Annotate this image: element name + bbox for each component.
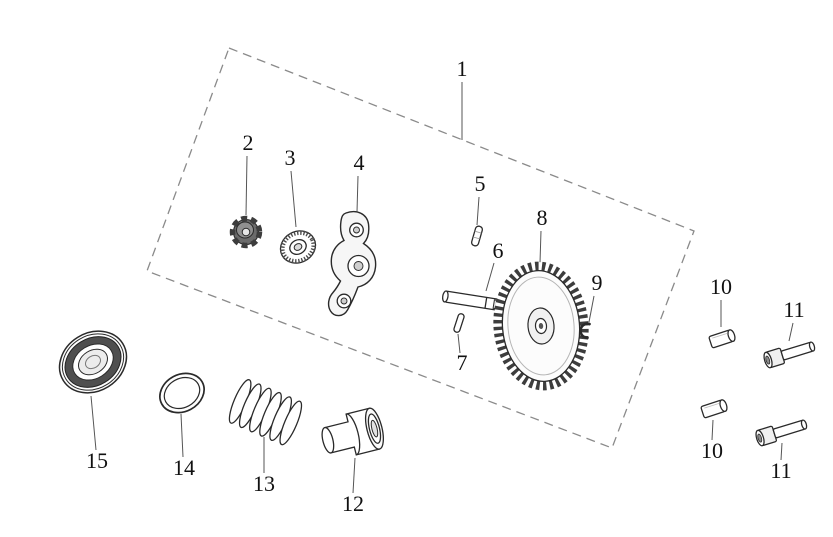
step-edge <box>345 413 361 456</box>
callout-7: 7 <box>457 350 468 375</box>
callout-14: 14 <box>173 455 195 480</box>
part-10-dowel-pin-bottom <box>700 399 728 419</box>
center-hole <box>241 227 251 237</box>
gear-teeth <box>229 215 263 249</box>
leader-line-2 <box>245 155 248 216</box>
part-5-pin-upper <box>470 225 484 247</box>
leader-line-11-top <box>788 322 794 342</box>
leader-line-10-bottom <box>711 419 714 441</box>
callout-numbers: 1 2 3 4 5 6 7 8 9 10 11 10 11 12 13 14 1… <box>86 56 805 516</box>
leader-line-9 <box>588 295 595 323</box>
leader-line-7 <box>457 333 461 354</box>
part-10-dowel-pin-top <box>708 329 736 349</box>
callout-10-bottom: 10 <box>701 438 723 463</box>
callout-2: 2 <box>243 130 254 155</box>
assembly-boundary-dashed-box <box>146 47 695 449</box>
leader-lines <box>90 82 794 494</box>
part-3-rotor-bushing <box>279 230 317 264</box>
leader-line-12 <box>352 457 356 494</box>
leader-line-6 <box>485 262 495 292</box>
part-13-spring <box>228 379 303 446</box>
callout-11-top: 11 <box>783 297 804 322</box>
callout-12: 12 <box>342 491 364 516</box>
part-14-o-ring <box>159 372 205 414</box>
gear-teeth <box>493 261 589 391</box>
leader-line-4 <box>356 175 359 213</box>
callout-15: 15 <box>86 448 108 473</box>
callout-8: 8 <box>537 205 548 230</box>
part-15-seal-cap <box>58 330 128 394</box>
part-2-drive-gear <box>229 215 263 249</box>
part-11-bolt-top <box>763 341 816 369</box>
part-7-pin-lower <box>453 313 465 333</box>
callout-1: 1 <box>457 56 468 81</box>
part-12-collar-fitting <box>321 407 384 456</box>
leader-line-8 <box>539 230 542 264</box>
leader-line-11-bottom <box>780 442 783 461</box>
part-11-bolt-bottom <box>755 419 808 447</box>
callout-5: 5 <box>475 171 486 196</box>
callout-4: 4 <box>354 150 365 175</box>
callout-11-bottom: 11 <box>770 458 791 483</box>
leader-line-5 <box>476 196 480 226</box>
leader-line-14 <box>180 413 184 458</box>
callout-13: 13 <box>253 471 275 496</box>
part-4-pump-body <box>327 210 377 317</box>
leader-line-3 <box>290 170 297 228</box>
callout-3: 3 <box>285 145 296 170</box>
part-9-retaining-clip <box>579 322 591 340</box>
callout-6: 6 <box>493 238 504 263</box>
knurled-rim <box>280 230 316 264</box>
leader-line-15 <box>90 395 97 451</box>
part-8-driven-gear <box>493 261 589 391</box>
callout-9: 9 <box>592 270 603 295</box>
callout-10-top: 10 <box>710 274 732 299</box>
